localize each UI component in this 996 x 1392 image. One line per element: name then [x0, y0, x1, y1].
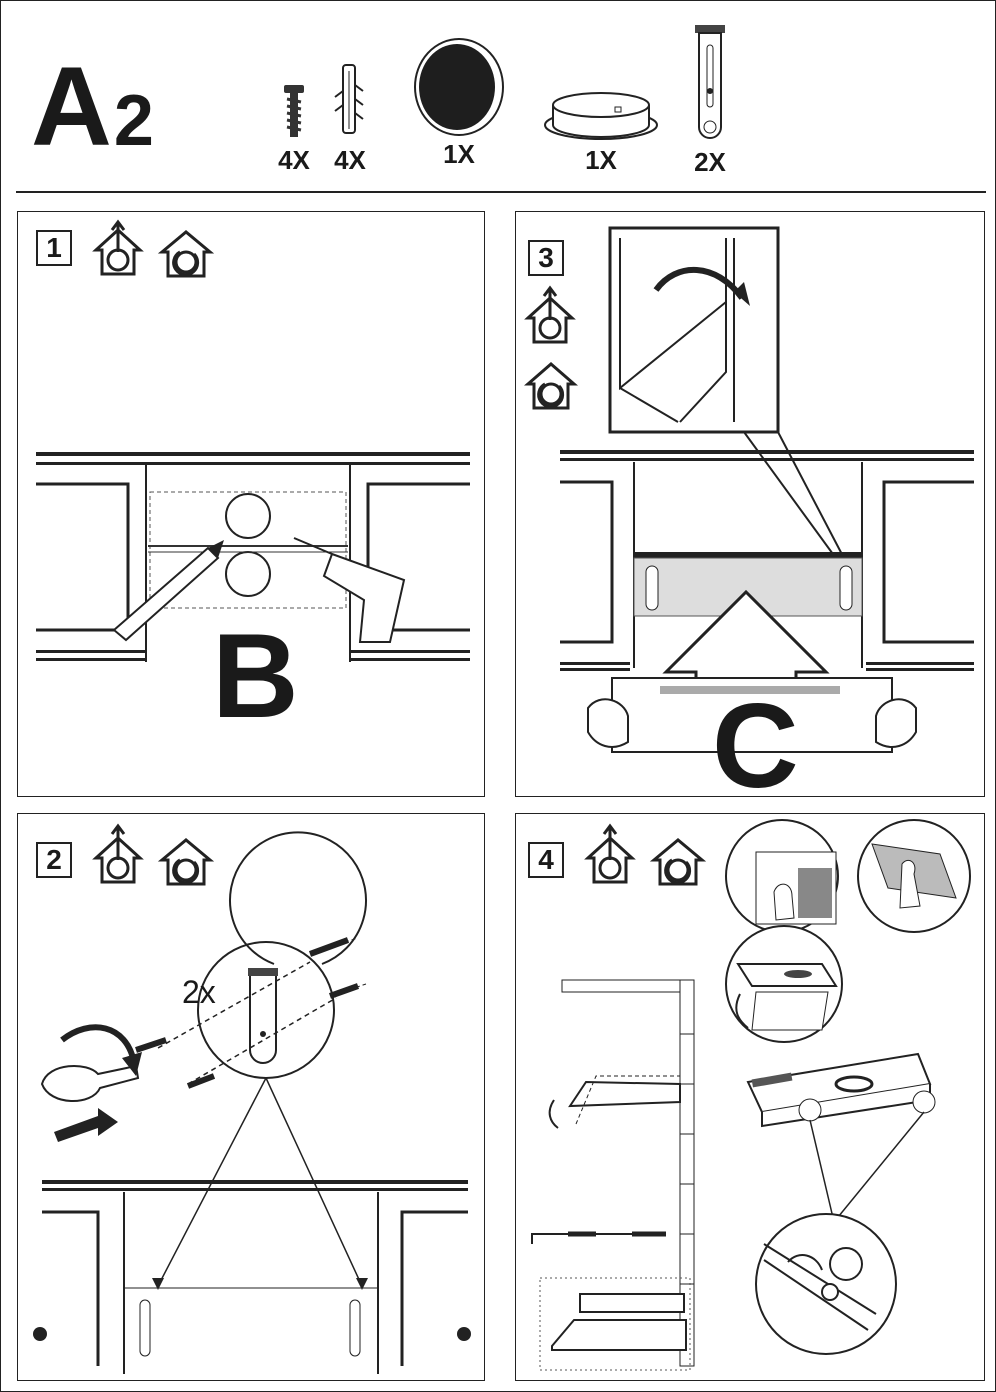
step-2-illustration — [33, 831, 471, 1374]
step-3-panel: 3 — [515, 211, 985, 797]
wall-plug-icon — [334, 64, 364, 134]
part-qty: 1X — [585, 145, 617, 175]
ducted-mode-icon — [92, 219, 144, 276]
part-qty: 1X — [443, 139, 475, 169]
step-4-panel: 4 — [515, 813, 985, 1381]
step-1-number: 1 — [36, 230, 72, 266]
section-code-number: 2 — [113, 81, 154, 161]
step-4-illustration — [531, 819, 971, 1371]
step-1-label: B — [212, 609, 299, 743]
part-screw: 4X — [273, 83, 315, 173]
step-3-number: 3 — [528, 240, 564, 276]
part-qty: 4X — [334, 145, 366, 175]
carbon-filter-icon — [414, 38, 504, 136]
section-code: A2 — [31, 51, 154, 163]
ducted-mode-icon — [92, 823, 144, 884]
parts-header: A2 4X 4X 1X — [1, 1, 996, 193]
part-carbon-filter: 1X — [413, 37, 505, 167]
ducted-mode-icon — [584, 823, 636, 884]
ducted-mode-icon — [524, 285, 576, 344]
flange-ring-icon — [544, 92, 658, 140]
step-2-panel: 2 — [17, 813, 485, 1381]
part-qty: 4X — [278, 145, 310, 175]
step-3-illustration — [560, 226, 974, 753]
recirculation-mode-icon — [649, 838, 707, 886]
bracket-icon — [695, 25, 725, 139]
recirculation-mode-icon — [157, 838, 215, 886]
recirculation-mode-icon — [523, 362, 579, 410]
part-qty: 2X — [694, 147, 726, 177]
screw-icon — [284, 85, 304, 137]
step-2-multiplier: 2x — [182, 974, 216, 1010]
section-code-letter: A — [31, 44, 112, 169]
step-4-number: 4 — [528, 842, 564, 878]
step-3-label: C — [712, 679, 799, 797]
recirculation-mode-icon — [157, 230, 215, 278]
part-wall-plug: 4X — [329, 61, 371, 173]
step-2-number: 2 — [36, 842, 72, 878]
step-1-illustration — [36, 452, 470, 662]
part-flange-ring: 1X — [543, 87, 659, 173]
part-bracket: 2X — [685, 21, 735, 175]
header-divider — [16, 191, 986, 193]
step-1-panel: 1 — [17, 211, 485, 797]
